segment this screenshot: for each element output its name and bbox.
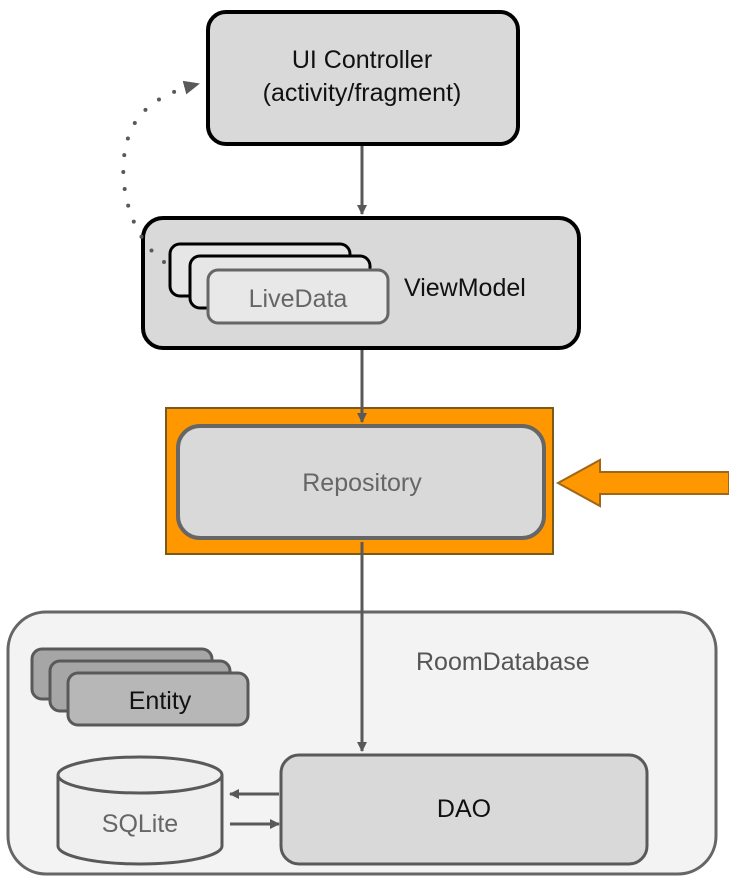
highlight-pointer-arrow [555,458,729,508]
entity-label: Entity [129,687,192,715]
ui-controller-title: UI Controller [292,46,432,74]
dao-label: DAO [437,795,491,823]
livedata-stack: LiveData [168,242,390,325]
entity-card-front [66,671,250,727]
livedata-card-front [206,268,390,325]
ui-controller-box: UI Controller (activity/fragment) [206,10,520,146]
repository-label: Repository [302,469,422,497]
livedata-label: LiveData [249,285,348,313]
sqlite-database-icon: SQLite [56,755,224,866]
ui-controller-subtitle: (activity/fragment) [263,79,462,107]
entity-stack: Entity [30,647,250,727]
dao-box: DAO [279,753,649,866]
room-database-label: RoomDatabase [416,648,590,676]
repository-highlight: Repository [165,407,554,555]
repository-box [176,424,546,540]
sqlite-label: SQLite [102,810,178,838]
viewmodel-label: ViewModel [404,274,526,302]
